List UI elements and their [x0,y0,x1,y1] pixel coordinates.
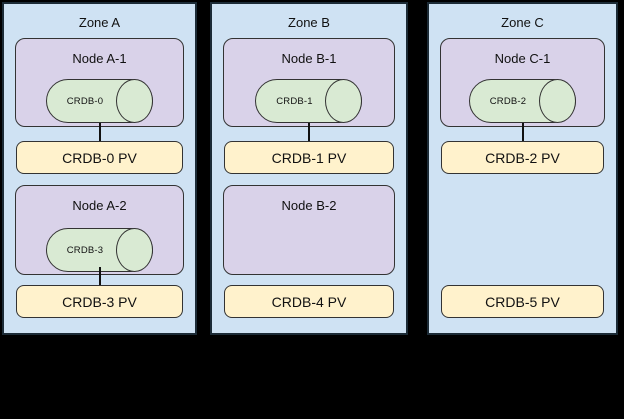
node-c1: Node C-1 CRDB-2 [440,38,605,127]
crdb-3-pod-label: CRDB-3 [66,244,104,256]
crdb-0-pv: CRDB-0 PV [16,141,183,174]
cylinder-end-cap [325,79,362,123]
crdb-5-pv: CRDB-5 PV [441,285,604,318]
zone-a: Zone A Node A-1 CRDB-0 CRDB-0 PV Node A-… [2,2,197,335]
crdb-1-pod-cylinder: CRDB-1 [255,79,362,123]
crdb-3-pv: CRDB-3 PV [16,285,183,318]
crdb-2-pod-cylinder: CRDB-2 [468,79,576,123]
crdb-1-pv: CRDB-1 PV [224,141,394,174]
crdb-3-pod-cylinder: CRDB-3 [45,228,153,272]
crdb-1-pod-label: CRDB-1 [276,95,313,107]
zone-a-title: Zone A [78,15,121,30]
zone-c: Zone C Node C-1 CRDB-2 CRDB-2 PV CRDB-5 … [427,2,618,335]
cylinder-end-cap [115,79,153,123]
zone-b: Zone B Node B-1 CRDB-1 CRDB-1 PV Node B-… [210,2,408,335]
pod-to-pv-connector [98,123,101,141]
pod-to-pv-connector [521,123,524,141]
cylinder-end-cap [115,228,153,272]
zone-c-title: Zone C [501,15,544,30]
node-b2-title: Node B-2 [281,198,337,213]
cylinder-end-cap [538,79,576,123]
crdb-0-pod-label: CRDB-0 [66,95,104,107]
node-c1-title: Node C-1 [494,51,551,66]
node-a1-title: Node A-1 [72,51,127,66]
node-a2: Node A-2 CRDB-3 [15,185,184,275]
crdb-2-pod-label: CRDB-2 [489,95,527,107]
node-a1: Node A-1 CRDB-0 [15,38,184,127]
crdb-0-pod-cylinder: CRDB-0 [45,79,153,123]
node-b2: Node B-2 [223,185,395,275]
crdb-4-pv: CRDB-4 PV [224,285,394,318]
node-b1: Node B-1 CRDB-1 [223,38,395,127]
pod-to-pv-connector [98,267,101,285]
node-b1-title: Node B-1 [281,51,337,66]
crdb-2-pv: CRDB-2 PV [441,141,604,174]
node-a2-title: Node A-2 [72,198,127,213]
zone-b-title: Zone B [288,15,330,30]
pod-to-pv-connector [308,123,310,141]
